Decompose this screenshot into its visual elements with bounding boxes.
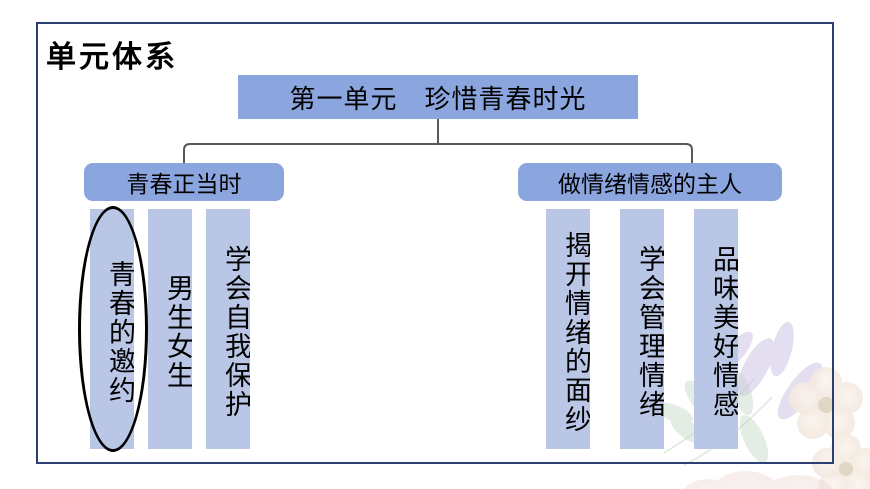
leaf-left-3[interactable]: 学会自我保护 <box>206 209 250 449</box>
root-node[interactable]: 第一单元 珍惜青春时光 <box>238 75 638 119</box>
highlight-ellipse-annotation <box>78 206 148 452</box>
leaf-right-1[interactable]: 揭开情绪的面纱 <box>546 209 590 449</box>
root-node-label: 第一单元 珍惜青春时光 <box>289 83 587 114</box>
leaf-right-2-label: 学会管理情绪 <box>635 245 664 419</box>
leaf-right-1-label: 揭开情绪的面纱 <box>561 230 590 434</box>
branch-node-right-label: 做情绪情感的主人 <box>558 171 742 197</box>
branch-node-right[interactable]: 做情绪情感的主人 <box>518 163 782 201</box>
page-title: 单元体系 <box>46 41 178 74</box>
slide-frame-border <box>36 22 834 464</box>
branch-node-left[interactable]: 青春正当时 <box>84 163 284 201</box>
leaf-left-2[interactable]: 男生女生 <box>148 209 192 449</box>
leaf-right-2[interactable]: 学会管理情绪 <box>620 209 664 449</box>
leaf-left-3-label: 学会自我保护 <box>221 245 250 419</box>
leaf-left-2-label: 男生女生 <box>163 274 192 390</box>
leaf-right-3[interactable]: 品味美好情感 <box>694 209 738 449</box>
leaf-right-3-label: 品味美好情感 <box>709 245 738 419</box>
branch-node-left-label: 青春正当时 <box>126 171 242 197</box>
